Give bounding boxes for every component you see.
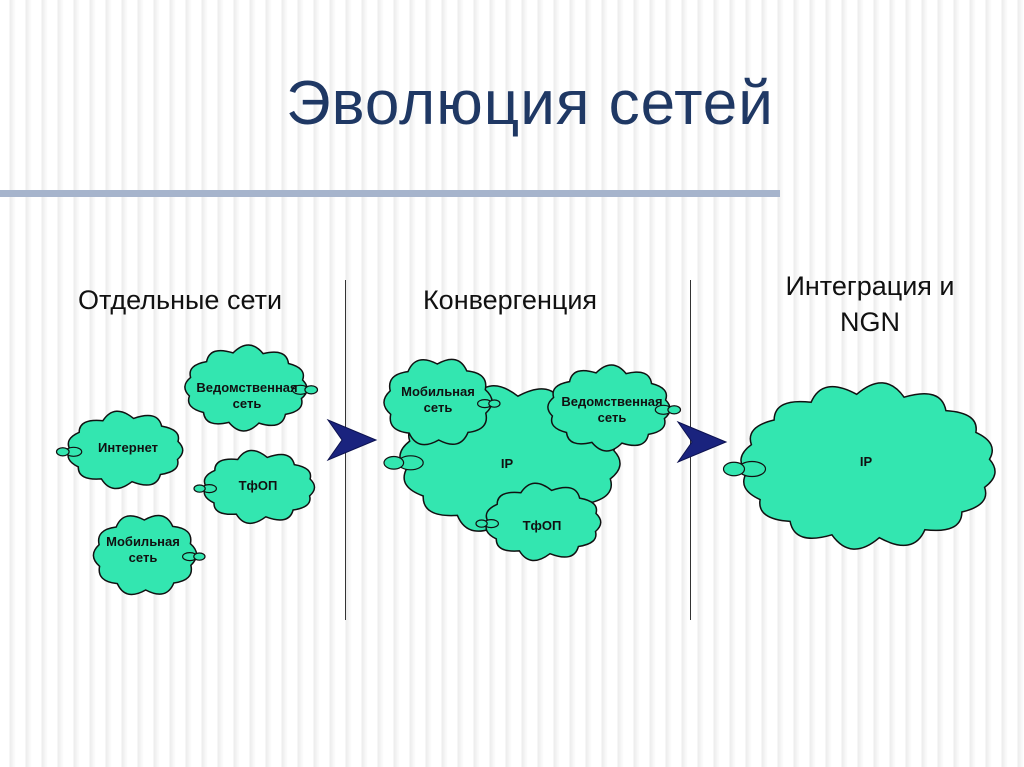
label-ip-2-line-1: IP bbox=[501, 456, 514, 471]
label-vedomstvennaya-2-line-1: Ведомственная bbox=[561, 394, 662, 409]
label-vedomstvennaya-1-line-2: сеть bbox=[233, 396, 262, 411]
cloud-internet-1 bbox=[55, 410, 184, 490]
right-arrow-icon-2 bbox=[676, 420, 728, 464]
label-mobilnaya-2-line-2: сеть bbox=[424, 400, 453, 415]
cloud-tail-bubble bbox=[193, 552, 206, 561]
label-tfop-1-line-1: ТфОП bbox=[239, 478, 278, 493]
cloud-vedomstvennaya-2 bbox=[547, 364, 682, 452]
cloud-tail-bubble bbox=[667, 405, 682, 415]
cloud-icon bbox=[383, 358, 493, 446]
right-arrow-icon-1 bbox=[326, 418, 378, 462]
heading-integration-ngn: Интеграция и NGN bbox=[740, 268, 1000, 340]
cloud-icon bbox=[547, 364, 671, 452]
cloud-mobilnaya-2 bbox=[383, 358, 501, 446]
cloud-tail-bubble bbox=[193, 484, 206, 493]
cloud-tail-bubble bbox=[475, 519, 488, 528]
cloud-icon bbox=[67, 410, 184, 490]
heading-integration-text: Интеграция и NGN bbox=[785, 271, 955, 337]
cloud-tail-bubble bbox=[304, 385, 319, 395]
label-ip-3-line-1: IP bbox=[860, 454, 873, 469]
cloud-icon bbox=[203, 449, 316, 525]
slide-title: Эволюция сетей bbox=[286, 69, 774, 138]
label-mobilnaya-1-line-1: Мобильная bbox=[106, 534, 180, 549]
cloud-tail-bubble bbox=[722, 461, 746, 477]
cloud-tail-bubble bbox=[55, 447, 70, 457]
cloud-tfop-2 bbox=[475, 482, 602, 562]
cloud-tfop-1 bbox=[193, 449, 316, 525]
label-tfop-2-line-1: ТфОП bbox=[523, 518, 562, 533]
heading-separate-networks: Отдельные сети bbox=[77, 285, 283, 315]
label-mobilnaya-1-line-2: сеть bbox=[129, 550, 158, 565]
cloud-tail-bubble bbox=[383, 455, 405, 470]
cloud-icon bbox=[740, 382, 996, 550]
label-vedomstvennaya-2-line-2: сеть bbox=[598, 410, 627, 425]
cloud-tail-bubble bbox=[488, 399, 501, 408]
cloud-ip-3 bbox=[722, 382, 996, 550]
cloud-icon bbox=[92, 514, 198, 596]
label-internet-1-line-1: Интернет bbox=[98, 440, 158, 455]
label-mobilnaya-2-line-1: Мобильная bbox=[401, 384, 475, 399]
cloud-mobilnaya-1 bbox=[92, 514, 206, 596]
cloud-icon bbox=[184, 344, 308, 432]
title-underline bbox=[0, 190, 780, 197]
cloud-icon bbox=[485, 482, 602, 562]
label-vedomstvennaya-1-line-1: Ведомственная bbox=[196, 380, 297, 395]
heading-convergence: Конвергенция bbox=[422, 285, 598, 315]
cloud-vedomstvennaya-1 bbox=[184, 344, 319, 432]
